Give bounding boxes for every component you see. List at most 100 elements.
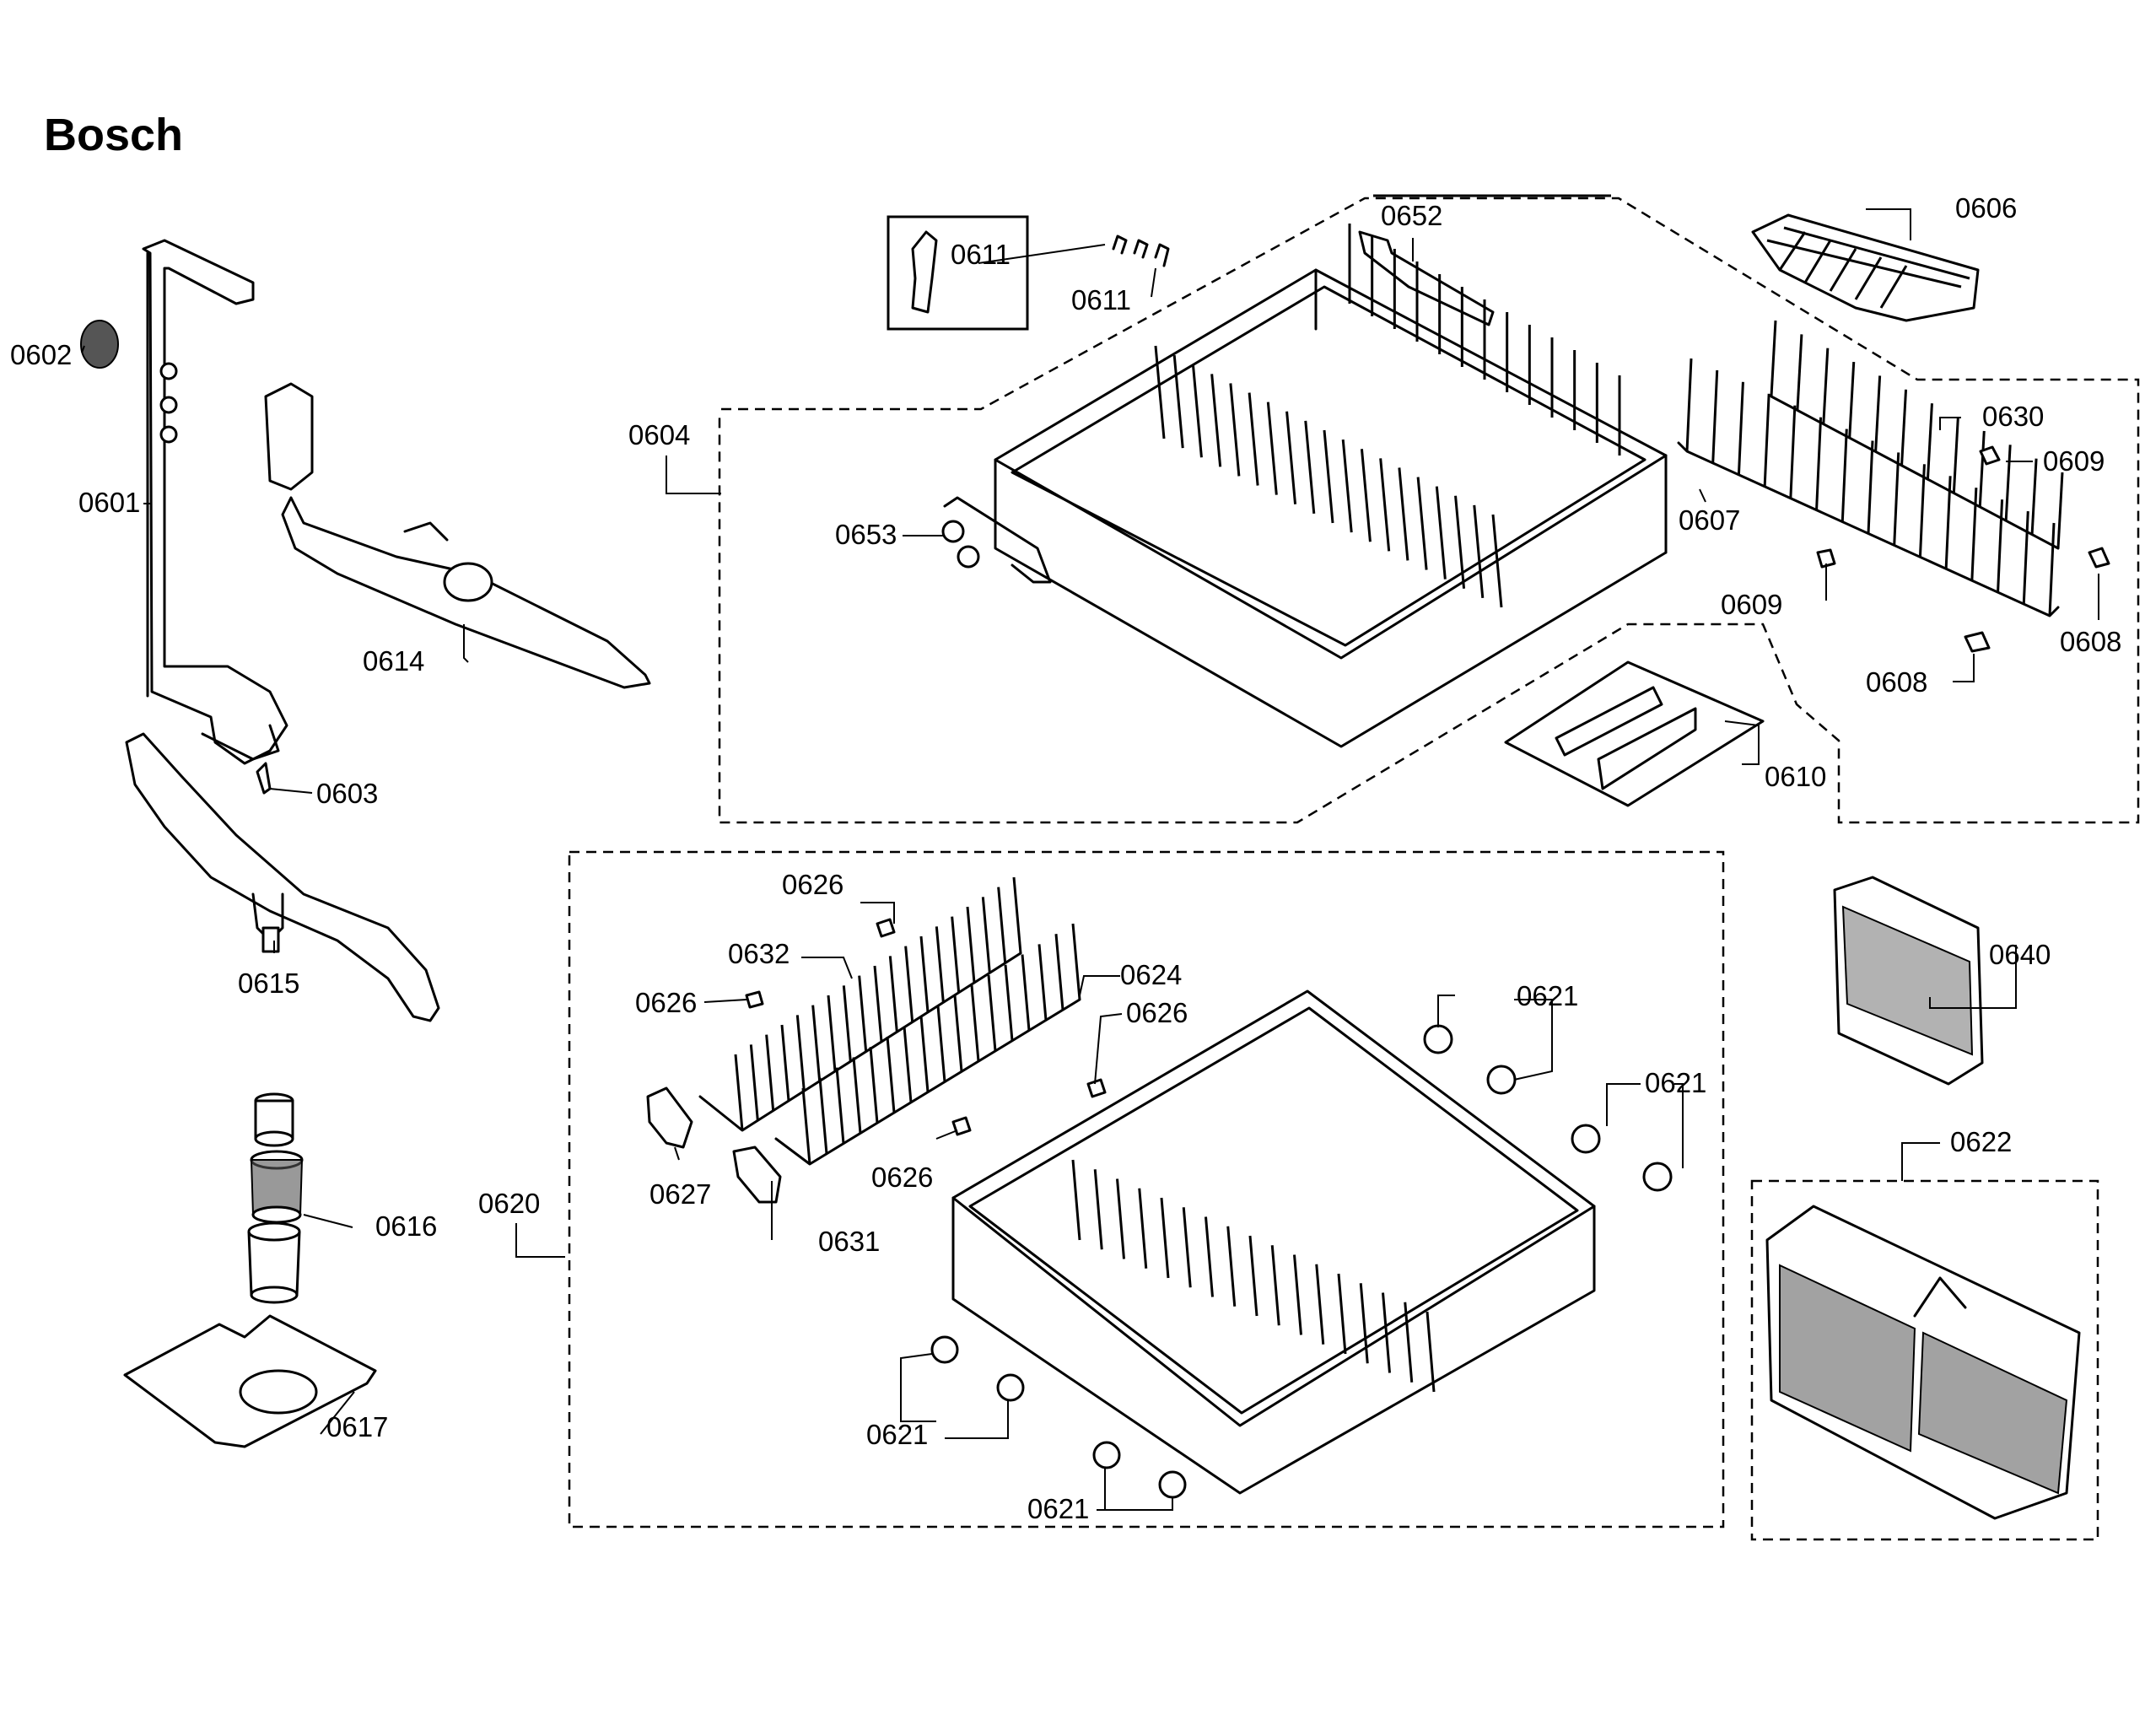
wire-tine bbox=[801, 1087, 811, 1165]
label-0630: 0630 bbox=[1982, 401, 2044, 432]
part-0603-screw[interactable] bbox=[256, 762, 272, 795]
label-0626-bottom: 0626 bbox=[871, 1162, 933, 1193]
part-0624-tine-row[interactable] bbox=[774, 923, 1081, 1166]
upper-rack-group-outline bbox=[718, 197, 2140, 824]
wire-tine bbox=[935, 926, 945, 1003]
wire-tine bbox=[842, 985, 852, 1062]
wire-tine bbox=[886, 1036, 896, 1113]
wire-tine bbox=[2030, 458, 2038, 535]
wire-tine bbox=[1226, 1226, 1237, 1307]
wire-tine bbox=[1382, 1292, 1391, 1373]
wire-tine bbox=[953, 995, 963, 1072]
wire-tine bbox=[765, 1034, 775, 1111]
part-0622-cutlery-basket[interactable] bbox=[1765, 1205, 2081, 1520]
wire-tine bbox=[1454, 495, 1466, 589]
label-0632: 0632 bbox=[728, 938, 790, 969]
label-0622: 0622 bbox=[1950, 1126, 2012, 1157]
label-0607: 0607 bbox=[1679, 504, 1740, 536]
wire-tine bbox=[1435, 486, 1447, 580]
wire-tine bbox=[1737, 381, 1744, 475]
part-0606-cup-shelf[interactable] bbox=[1751, 213, 1980, 322]
wire-tine bbox=[997, 887, 1007, 963]
part-0609-clip-lower[interactable] bbox=[1816, 548, 1836, 569]
wire-tine bbox=[1685, 358, 1693, 452]
part-0608-clip-lower[interactable] bbox=[1964, 631, 1991, 653]
wire-tine bbox=[970, 984, 980, 1062]
wire-tine bbox=[936, 1005, 946, 1082]
wire-tine bbox=[1116, 1178, 1125, 1259]
wire-tine bbox=[1210, 374, 1222, 467]
part-0652-rack-hinge[interactable] bbox=[1358, 230, 1495, 326]
wire-tine bbox=[1270, 1245, 1280, 1326]
wire-tine bbox=[1037, 944, 1048, 1021]
label-0603: 0603 bbox=[316, 778, 378, 809]
wire-tine bbox=[919, 1016, 930, 1092]
part-0616-filter-assembly[interactable] bbox=[247, 1092, 304, 1304]
wire-tine bbox=[1404, 1302, 1414, 1383]
part-0632-tine-row[interactable] bbox=[698, 876, 1022, 1132]
wire-tine bbox=[1918, 464, 1926, 558]
wire-tine bbox=[1182, 1207, 1192, 1288]
label-0609-right: 0609 bbox=[2043, 445, 2105, 477]
wire-tine bbox=[1093, 1169, 1103, 1250]
wire-tine bbox=[1172, 354, 1184, 449]
wire-tine bbox=[2022, 511, 2029, 605]
part-0609-clip-upper[interactable] bbox=[1979, 445, 2001, 466]
wire-tine bbox=[873, 965, 883, 1043]
label-0626-right: 0626 bbox=[1126, 997, 1188, 1028]
label-0653: 0653 bbox=[835, 519, 897, 550]
part-0611-clips[interactable] bbox=[1112, 235, 1170, 267]
part-0604-upper-rack[interactable] bbox=[994, 224, 1668, 748]
wire-tine bbox=[1893, 452, 1900, 546]
label-0615: 0615 bbox=[238, 968, 299, 999]
wire-tine bbox=[1763, 393, 1770, 487]
part-0611-clip-detail bbox=[911, 230, 938, 314]
wire-tine bbox=[1071, 1159, 1081, 1241]
wire-tine bbox=[1021, 954, 1031, 1031]
wire-tine bbox=[1379, 458, 1391, 552]
part-0601-supply-pipe[interactable] bbox=[142, 239, 288, 765]
label-0617: 0617 bbox=[326, 1411, 388, 1442]
part-0617-base-plate[interactable] bbox=[123, 1314, 377, 1448]
wire-tine bbox=[858, 975, 868, 1052]
leader-lines bbox=[81, 208, 2099, 1511]
wire-tine bbox=[1867, 440, 1874, 534]
label-0614: 0614 bbox=[363, 645, 424, 677]
wire-tine bbox=[919, 935, 930, 1013]
part-0602-spray-cap[interactable] bbox=[80, 320, 119, 369]
wire-tine bbox=[1398, 467, 1409, 561]
part-0626-clips[interactable] bbox=[745, 918, 1107, 1136]
part-0653-wheel-assembly[interactable] bbox=[941, 496, 1052, 584]
wire-tine bbox=[795, 1015, 806, 1092]
part-0627-tine-hinge[interactable] bbox=[646, 1086, 693, 1149]
label-0626-left: 0626 bbox=[635, 987, 697, 1018]
wire-tine bbox=[2048, 522, 2056, 617]
label-0621-left: 0621 bbox=[866, 1419, 928, 1450]
part-0630-tine-row[interactable] bbox=[1770, 320, 2064, 550]
wire-tine bbox=[1789, 405, 1797, 499]
part-0610-rack-handle[interactable] bbox=[1504, 660, 1765, 807]
part-0608-clip-right[interactable] bbox=[2088, 547, 2110, 569]
label-0610: 0610 bbox=[1765, 761, 1826, 792]
part-0620-lower-rack[interactable] bbox=[951, 989, 1596, 1495]
wire-tine bbox=[835, 1067, 845, 1144]
part-0607-tine-row[interactable] bbox=[1677, 358, 2060, 617]
wire-tine bbox=[951, 916, 961, 993]
part-0631-tine-hinge[interactable] bbox=[732, 1146, 782, 1204]
part-0614-upper-spray-arm[interactable] bbox=[264, 382, 651, 689]
wire-tine bbox=[1900, 389, 1908, 466]
wire-tine bbox=[1304, 420, 1316, 515]
label-0606: 0606 bbox=[1955, 192, 2017, 224]
wire-tine bbox=[1266, 402, 1278, 495]
wire-tine bbox=[1341, 439, 1353, 533]
wire-tine bbox=[1359, 1283, 1369, 1364]
part-0640-small-basket[interactable] bbox=[1833, 876, 1984, 1086]
wire-tine bbox=[1874, 375, 1882, 452]
wire-tine bbox=[966, 906, 976, 984]
wire-tine bbox=[1815, 417, 1823, 510]
wire-tine bbox=[811, 1005, 822, 1081]
wire-tine bbox=[1191, 364, 1203, 458]
wire-tine bbox=[1426, 1311, 1436, 1393]
wire-tine bbox=[1711, 369, 1719, 463]
wire-tine bbox=[1926, 403, 1933, 480]
